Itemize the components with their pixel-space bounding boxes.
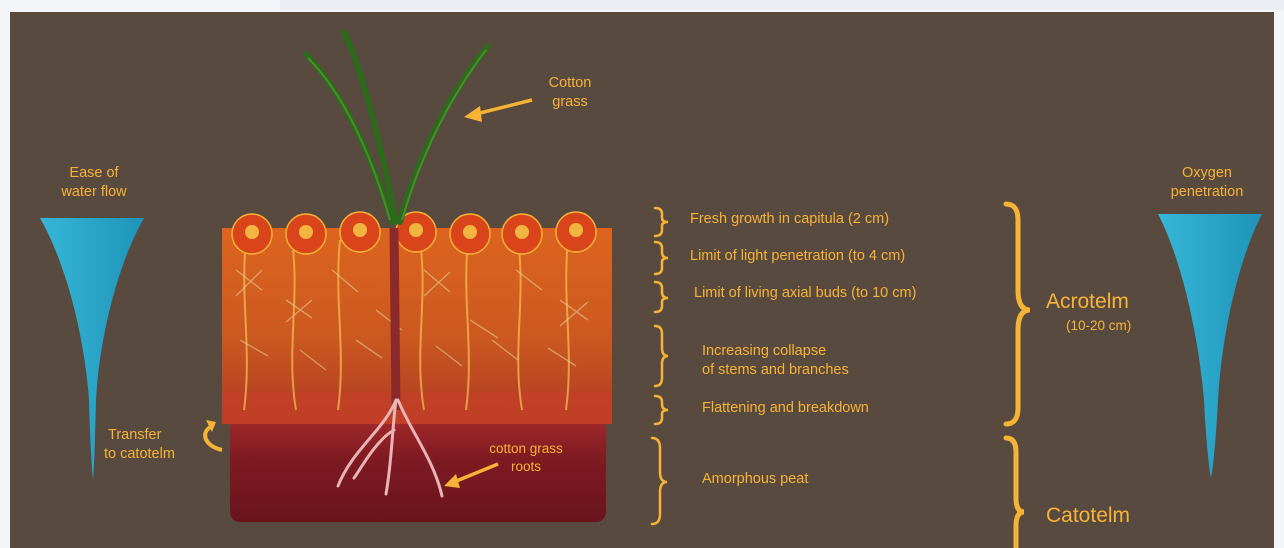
oxygen-penetration-label: Oxygen penetration: [1150, 164, 1264, 202]
flattening-band: [222, 392, 612, 424]
axial-buds-label: Limit of living axial buds (to 10 cm): [694, 284, 916, 303]
transfer-to-catotelm-label: Transfer to catotelm: [104, 426, 175, 464]
layer-braces: [652, 208, 668, 524]
catotelm-label: Catotelm: [1046, 504, 1130, 528]
oxygen-penetration-funnel: [1158, 214, 1262, 478]
acrotelm-label: Acrotelm: [1046, 290, 1129, 314]
flattening-label: Flattening and breakdown: [702, 399, 869, 418]
zone-braces: [1006, 204, 1030, 548]
light-penetration-label: Limit of light penetration (to 4 cm): [690, 247, 905, 266]
cotton-grass-roots-label: cotton grass roots: [466, 440, 586, 476]
collapse-label: Increasing collapse of stems and branche…: [702, 342, 849, 380]
fresh-growth-label: Fresh growth in capitula (2 cm): [690, 210, 889, 229]
acrotelm-depth-label: (10-20 cm): [1066, 317, 1131, 335]
ease-of-water-flow-label: Ease of water flow: [42, 164, 146, 202]
transfer-arrow: [205, 420, 222, 450]
cotton-grass-leaves: [306, 32, 488, 222]
cotton-grass-leaf-highlights: [308, 50, 486, 220]
cotton-grass-label: Cotton grass: [530, 74, 610, 112]
cotton-grass-stem: [394, 228, 396, 410]
amorphous-peat-label: Amorphous peat: [702, 470, 808, 489]
cotton-grass-arrow: [464, 100, 532, 122]
